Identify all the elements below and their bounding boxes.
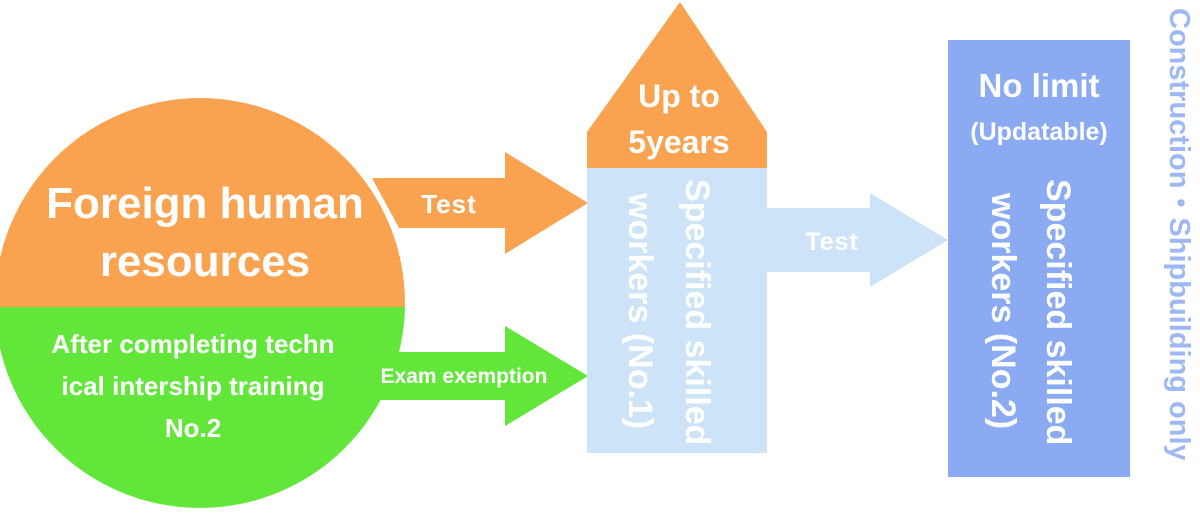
source-title-line1: Foreign human bbox=[46, 179, 364, 228]
test-arrow-upper-shape bbox=[372, 152, 588, 254]
test-arrow-middle-shape bbox=[766, 193, 948, 287]
construction-shipbuilding-note: Construction・Shipbuilding only bbox=[1163, 8, 1195, 461]
source-title-line2: resources bbox=[100, 237, 310, 286]
exam-exemption-arrow-label: Exam exemption bbox=[381, 365, 548, 388]
stage1-label-line1: Specified skilled bbox=[678, 179, 716, 445]
test-arrow-middle-label: Test bbox=[805, 228, 859, 256]
exam-exemption-arrow: Exam exemption bbox=[351, 326, 588, 426]
foreign-human-resources-circle: Foreign human resources After completing… bbox=[0, 98, 405, 508]
stage1-body bbox=[587, 168, 767, 453]
exam-exemption-arrow-shape bbox=[351, 326, 588, 426]
technical-training-note-line3: No.2 bbox=[165, 413, 221, 443]
stage2-duration-line2: (Updatable) bbox=[970, 118, 1108, 146]
technical-training-note-line2: ical intership training bbox=[62, 371, 325, 401]
stage2-duration-line1: No limit bbox=[979, 67, 1100, 104]
stage2-body bbox=[948, 40, 1130, 477]
stage2-label-line2: workers (No.2) bbox=[984, 192, 1022, 429]
test-arrow-upper-label: Test bbox=[421, 189, 477, 219]
stage1-duration-line1: Up to bbox=[638, 78, 720, 114]
test-arrow-upper: Test bbox=[372, 152, 588, 254]
stage1-duration-roof bbox=[587, 2, 767, 168]
stage1-duration-line2: 5years bbox=[628, 124, 729, 160]
stage2-label-line1: Specified skilled bbox=[1039, 179, 1077, 445]
test-arrow-middle: Test bbox=[766, 193, 948, 287]
specified-skilled-workers-no2-box: No limit (Updatable) Specified skilled w… bbox=[948, 40, 1130, 477]
specified-skilled-workers-no1-box: Up to 5years Specified skilled workers (… bbox=[587, 2, 767, 453]
stage1-label-line2: workers (No.1) bbox=[621, 192, 659, 429]
technical-training-note-line1: After completing techn bbox=[51, 329, 334, 359]
